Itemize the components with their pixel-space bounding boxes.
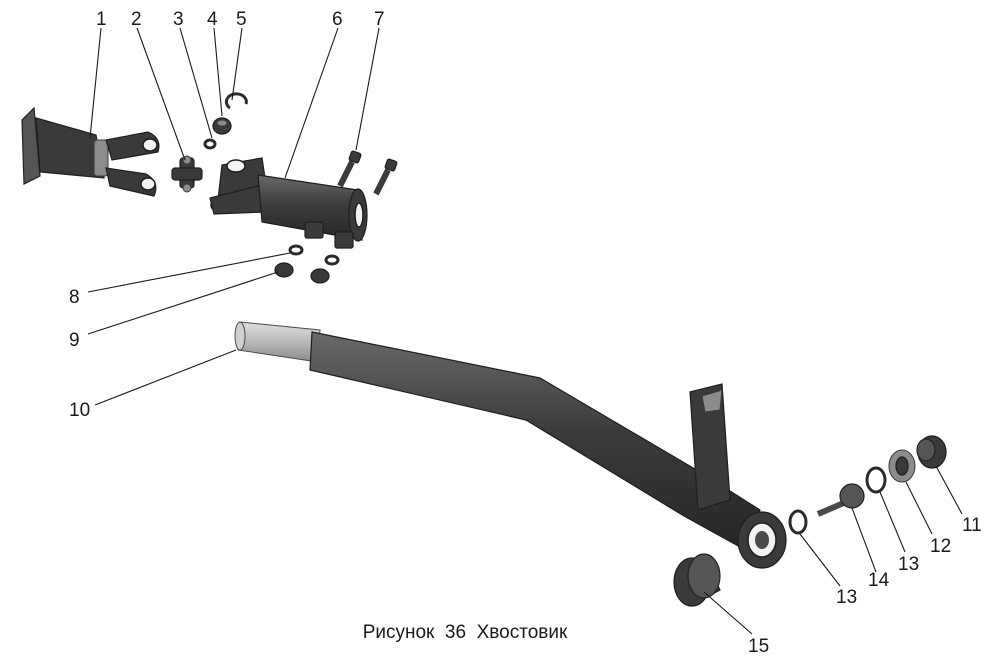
callout-4: 4 xyxy=(207,9,218,30)
callout-10: 10 xyxy=(69,400,90,421)
fork-tube xyxy=(209,157,368,249)
callout-8: 8 xyxy=(69,287,80,308)
ball-pin xyxy=(816,483,865,517)
callout-11: 11 xyxy=(962,515,982,536)
circlip xyxy=(224,92,248,110)
callout-15: 15 xyxy=(748,636,769,657)
seal-ring xyxy=(788,509,808,535)
nut xyxy=(274,262,294,278)
nut-face xyxy=(216,119,228,127)
callout-13: 13 xyxy=(898,554,919,575)
tail-arm xyxy=(234,321,787,569)
bushing-inner xyxy=(895,456,909,476)
flanged-yoke xyxy=(21,106,160,197)
callout-9: 9 xyxy=(69,330,80,351)
washer xyxy=(324,254,340,266)
callout-1: 1 xyxy=(96,9,107,30)
end-cap xyxy=(916,435,947,469)
washer xyxy=(288,244,304,256)
callout-13b: 13 xyxy=(836,587,857,608)
callout-3: 3 xyxy=(173,9,184,30)
seal-ring xyxy=(865,466,887,494)
nut xyxy=(310,268,330,284)
leader-lines xyxy=(87,27,963,635)
callout-5: 5 xyxy=(236,9,247,30)
callout-14: 14 xyxy=(868,570,890,591)
callout-12: 12 xyxy=(930,536,951,557)
bolts xyxy=(337,150,398,196)
rubber-bumper xyxy=(673,553,721,607)
washer-ring xyxy=(203,138,217,150)
callout-2: 2 xyxy=(131,9,142,30)
callout-7: 7 xyxy=(374,9,385,30)
cross-spider xyxy=(171,155,203,193)
figure-caption: Рисунок 36 Хвостовик xyxy=(362,622,568,643)
callout-6: 6 xyxy=(332,9,343,30)
